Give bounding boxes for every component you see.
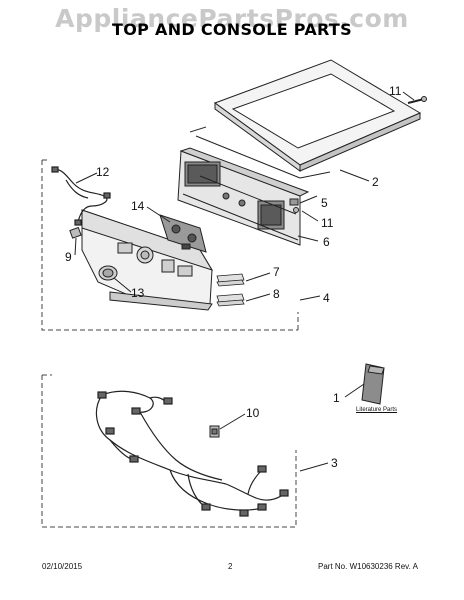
callout-9-wire-clip: 9 [65,250,72,264]
callout-11-bracket-screw: 11 [321,216,334,230]
harness-box [41,374,297,528]
top-panel [189,59,422,179]
console-panel [81,209,214,311]
callout-6-console-bracket: 6 [323,235,330,249]
callout-4-console-assembly: 4 [323,291,330,305]
console-wire-harness [51,166,111,226]
wire-clip [69,226,82,239]
overlays [216,273,245,307]
callout-3-wire-harness: 3 [331,456,338,470]
footer-date: 02/10/2015 [42,562,83,571]
callout-11-top-screw: 11 [389,84,402,98]
callout-7-overlay: 7 [273,265,280,279]
console-clip [289,198,299,213]
watermark: AppliancePartsPros.com [55,4,409,33]
harness-connector [209,425,220,438]
console-assembly-box [41,159,299,331]
callout-2-top-panel: 2 [372,175,379,189]
main-wire-harness [95,390,289,517]
callout-5-clip: 5 [321,196,328,210]
leader-lines [74,91,415,472]
literature-label: Literature Parts [356,407,398,413]
knob [98,265,118,281]
callout-8-overlay: 8 [273,287,280,301]
screw-top [407,96,427,104]
console-bracket [177,147,310,246]
callout-1-literature: 1 [333,391,340,405]
page-title: TOP AND CONSOLE PARTS [112,20,352,39]
user-interface-board [159,214,207,253]
literature-booklet [361,363,385,405]
footer-page-number: 2 [228,562,233,571]
callout-12-console-harness: 12 [96,165,110,179]
callout-14-ui-board: 14 [131,199,145,213]
callout-10-connector: 10 [246,406,260,420]
footer-part-number: Part No. W10630236 Rev. A [318,562,418,571]
callout-13-knob: 13 [131,286,145,300]
